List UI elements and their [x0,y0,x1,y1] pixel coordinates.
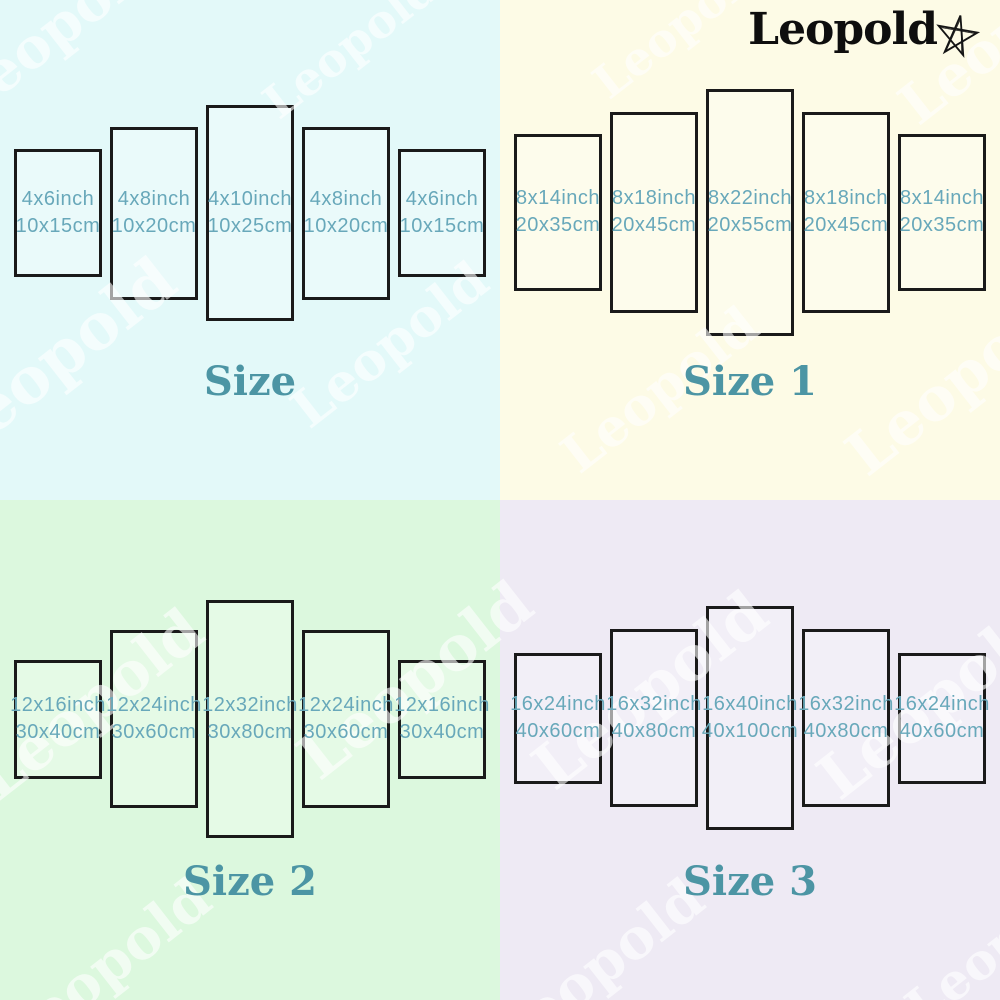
canvas-panel: 12x16inch 30x40cm [10,659,105,779]
panel-size-cm: 20x45cm [803,214,889,236]
quadrant-label: Size 3 [682,858,817,905]
panel-row: 4x6inch 10x15cm 4x8inch 10x20cm 4x10inch… [0,105,500,321]
canvas-panel: 12x24inch 30x60cm [106,630,201,808]
panel-size-cm: 30x60cm [303,721,389,743]
canvas-panel: 8x18inch 20x45cm [802,111,890,313]
panel-size-inch: 8x14inch [515,187,601,209]
panel-size-inch: 12x16inch [394,694,490,716]
panel-row: 16x24inch 40x60cm 16x32inch 40x80cm 16x4… [500,606,1000,830]
canvas-panel: 16x40inch 40x100cm [702,606,798,830]
panel-size-cm: 20x55cm [707,214,793,236]
quadrant-size-2: 12x16inch 30x40cm 12x24inch 30x60cm 12x3… [0,500,500,1000]
panel-size-inch: 12x24inch [106,694,202,716]
panel-size-inch: 16x24inch [510,693,606,715]
panel-size-cm: 40x80cm [611,720,697,742]
panel-size-inch: 12x32inch [202,694,298,716]
panel-size-cm: 30x60cm [111,721,197,743]
brand-logo-text: Leopold [748,4,938,55]
panel-size-inch: 8x18inch [611,187,697,209]
canvas-panel: 16x24inch 40x60cm [510,652,605,784]
panel-size-inch: 4x8inch [117,188,191,210]
panel-size-inch: 16x40inch [702,693,798,715]
panel-size-inch: 12x24inch [298,694,394,716]
panel-size-cm: 20x45cm [611,214,697,236]
panel-row: 8x14inch 20x35cm 8x18inch 20x45cm 8x22in… [500,88,1000,336]
canvas-panel: 4x6inch 10x15cm [398,149,486,277]
canvas-panel: 8x14inch 20x35cm [514,133,602,291]
canvas-panel: 4x10inch 10x25cm [206,105,294,321]
panel-size-inch: 4x6inch [21,188,95,210]
canvas-panel: 4x8inch 10x20cm [110,126,198,300]
panel-size-cm: 30x40cm [399,721,485,743]
panel-size-inch: 8x18inch [803,187,889,209]
canvas-panel: 8x18inch 20x45cm [610,111,698,313]
brand-logo: Leopold [748,2,981,60]
panel-size-inch: 12x16inch [10,694,106,716]
panel-size-cm: 30x80cm [207,721,293,743]
canvas-panel: 16x24inch 40x60cm [894,652,989,784]
panel-size-cm: 40x100cm [701,720,799,742]
canvas-panel: 8x22inch 20x55cm [706,88,794,336]
canvas-panel: 4x8inch 10x20cm [302,126,390,300]
canvas-panel: 4x6inch 10x15cm [14,149,102,277]
quadrant-label: Size 1 [682,358,817,405]
quadrant-size-1: 8x14inch 20x35cm 8x18inch 20x45cm 8x22in… [500,0,1000,500]
quadrant-label: Size 2 [182,858,317,905]
canvas-panel: 16x32inch 40x80cm [606,629,701,807]
panel-size-cm: 10x20cm [111,215,197,237]
panel-size-cm: 10x25cm [207,215,293,237]
panel-size-cm: 40x60cm [899,720,985,742]
panel-size-inch: 8x22inch [707,187,793,209]
canvas-panel: 8x14inch 20x35cm [898,133,986,291]
panel-row: 12x16inch 30x40cm 12x24inch 30x60cm 12x3… [0,600,500,838]
canvas-panel: 12x24inch 30x60cm [298,630,393,808]
panel-size-cm: 10x15cm [399,215,485,237]
star-icon [936,15,981,59]
panel-size-inch: 4x10inch [207,188,293,210]
panel-size-inch: 4x8inch [309,188,383,210]
panel-size-cm: 40x80cm [803,720,889,742]
canvas-panel: 12x32inch 30x80cm [202,600,297,838]
canvas-panel: 12x16inch 30x40cm [394,659,489,779]
panel-size-inch: 4x6inch [405,188,479,210]
panel-size-cm: 20x35cm [899,214,985,236]
panel-size-cm: 30x40cm [15,721,101,743]
panel-size-inch: 8x14inch [899,187,985,209]
panel-size-cm: 20x35cm [515,214,601,236]
quadrant-size-3: 16x24inch 40x60cm 16x32inch 40x80cm 16x4… [500,500,1000,1000]
canvas-panel: 16x32inch 40x80cm [798,629,893,807]
panel-size-inch: 16x32inch [606,693,702,715]
panel-size-cm: 10x15cm [15,215,101,237]
panel-size-inch: 16x24inch [894,693,990,715]
quadrant-label: Size [203,358,297,405]
quadrant-size: 4x6inch 10x15cm 4x8inch 10x20cm 4x10inch… [0,0,500,500]
panel-size-cm: 40x60cm [515,720,601,742]
panel-size-cm: 10x20cm [303,215,389,237]
panel-size-inch: 16x32inch [798,693,894,715]
